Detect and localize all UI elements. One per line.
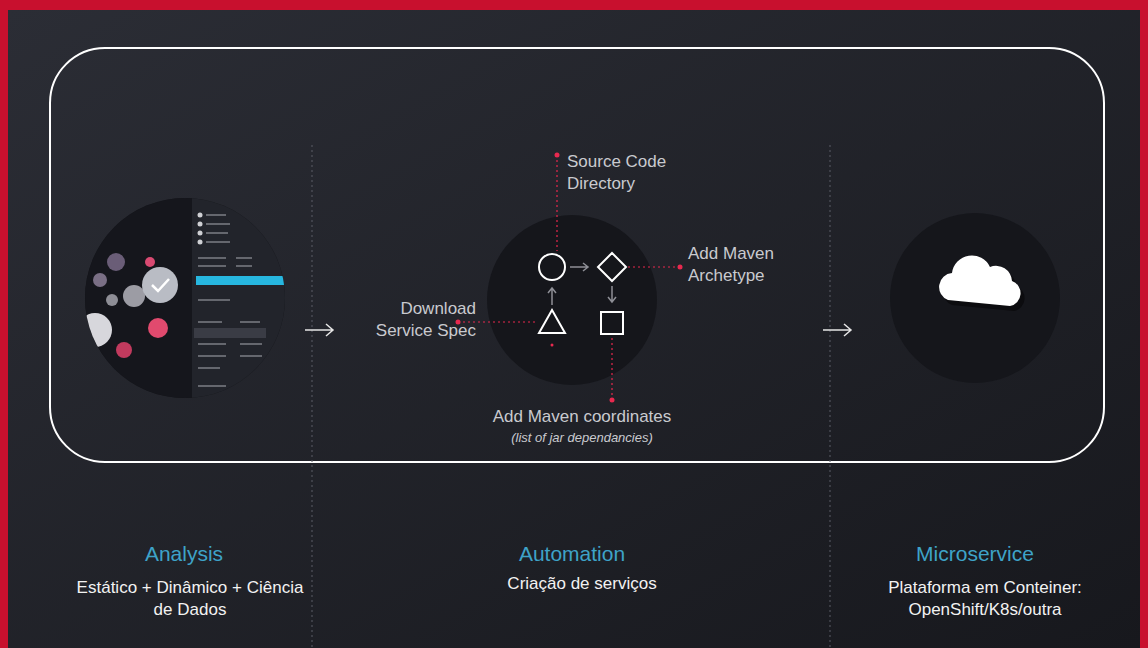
column-heading: Automation bbox=[472, 540, 672, 567]
column-text: Plataforma em Conteiner: OpenShift/K8s/o… bbox=[855, 577, 1115, 621]
callout-note: (list of jar dependancies) bbox=[452, 430, 712, 447]
callout-label: Add Maven Archetype bbox=[688, 243, 798, 287]
cloud-icon bbox=[890, 213, 1060, 383]
group-outline bbox=[50, 48, 1104, 462]
column-text: Estático + Dinâmico + Ciência de Dados bbox=[70, 577, 310, 621]
column-text: Criação de serviços bbox=[452, 573, 712, 595]
callout-label: Add Maven coordinates bbox=[452, 406, 712, 428]
column-heading: Analysis bbox=[84, 540, 284, 567]
column-separator bbox=[312, 145, 313, 648]
analysis-screenshot bbox=[78, 198, 292, 398]
dark-panel bbox=[8, 10, 1140, 648]
callout-label: Download Service Spec bbox=[366, 298, 476, 342]
column-separator bbox=[830, 145, 831, 648]
callout-label: Source Code Directory bbox=[567, 151, 687, 195]
column-heading: Microservice bbox=[875, 540, 1075, 567]
